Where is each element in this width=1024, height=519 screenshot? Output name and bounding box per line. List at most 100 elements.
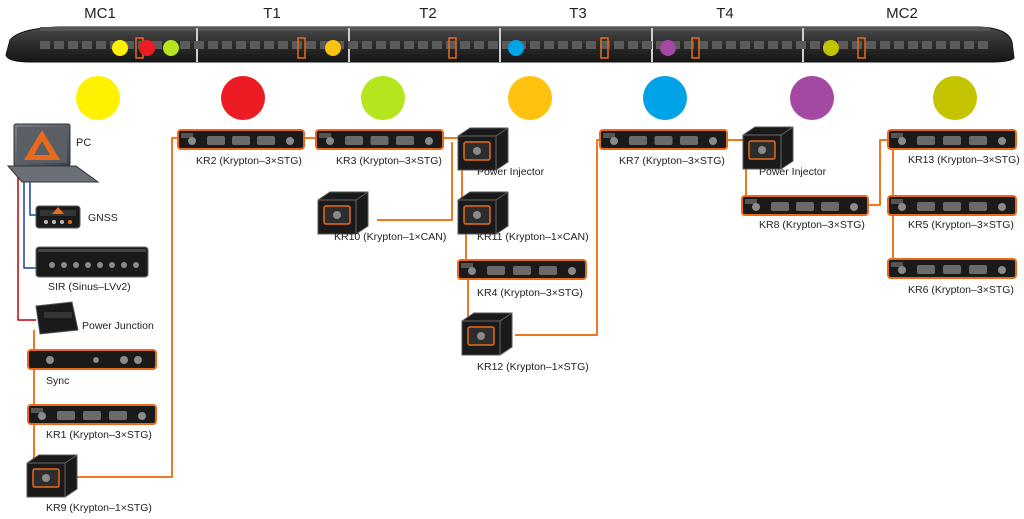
kr8-module — [741, 195, 869, 216]
train-window — [502, 41, 512, 49]
krypton-1x-modules — [26, 126, 794, 498]
train-window — [964, 41, 974, 49]
kr6-module — [887, 258, 1017, 279]
car-label-t2: T2 — [419, 5, 437, 22]
train-doors — [135, 37, 866, 59]
kr13-module — [887, 129, 1017, 150]
kr11-module — [457, 191, 509, 235]
train-window — [642, 41, 652, 49]
kr2-module — [177, 129, 305, 150]
car-label-mc2: MC2 — [886, 5, 918, 22]
kr4-label: KR4 (Krypton–3×STG) — [477, 287, 583, 299]
car-color-circles — [76, 76, 977, 120]
train-window — [586, 41, 596, 49]
cable-kr8-kr13 — [867, 139, 890, 206]
train-window — [82, 41, 92, 49]
power-junction-label: Power Junction — [82, 320, 154, 332]
car-label-t1: T1 — [263, 5, 281, 22]
car-color-circle — [933, 76, 977, 120]
kr5-module — [887, 195, 1017, 216]
train-dot — [325, 40, 341, 56]
train-window — [754, 41, 764, 49]
kr4-module — [457, 259, 587, 280]
train-window — [544, 41, 554, 49]
power-injector-2-label: Power Injector — [759, 166, 827, 178]
train-window — [292, 41, 302, 49]
kr9-label: KR9 (Krypton–1×STG) — [46, 502, 152, 514]
train-window — [390, 41, 400, 49]
train-window — [264, 41, 274, 49]
kr7-module — [599, 129, 728, 150]
gnss-label: GNSS — [88, 212, 118, 224]
train-window — [796, 41, 806, 49]
train-window — [124, 41, 134, 49]
train-window — [418, 41, 428, 49]
train-window — [278, 41, 288, 49]
car-color-circle — [76, 76, 120, 120]
sir-device: SIR (Sinus–LVv2) — [35, 246, 149, 293]
train-window — [698, 41, 708, 49]
train-window — [250, 41, 260, 49]
kr1-module — [27, 404, 157, 425]
pc-label: PC — [76, 137, 91, 149]
train-window — [460, 41, 470, 49]
train-window — [558, 41, 568, 49]
car-color-circle — [221, 76, 265, 120]
cable-kr3-kr10 — [377, 142, 453, 221]
train-window — [376, 41, 386, 49]
kr10-label: KR10 (Krypton–1×CAN) — [334, 231, 446, 243]
train-door — [600, 37, 609, 59]
train-position-dots — [112, 40, 839, 56]
kr13-label: KR13 (Krypton–3×STG) — [908, 154, 1020, 166]
kr7-label: KR7 (Krypton–3×STG) — [619, 155, 725, 167]
train-window — [40, 41, 50, 49]
train-window — [768, 41, 778, 49]
cables — [17, 137, 894, 478]
train-dot — [163, 40, 179, 56]
train-window — [572, 41, 582, 49]
power-junction-device: Power Junction — [35, 301, 154, 335]
train-window — [306, 41, 316, 49]
train-window — [404, 41, 414, 49]
train-dot — [112, 40, 128, 56]
kr1-label: KR1 (Krypton–3×STG) — [46, 429, 152, 441]
train-window — [908, 41, 918, 49]
train-window — [866, 41, 876, 49]
train-window — [936, 41, 946, 49]
car-labels: MC1 T1 T2 T3 T4 MC2 — [84, 5, 918, 22]
train-door — [448, 37, 457, 59]
train-window — [362, 41, 372, 49]
kr12-label: KR12 (Krypton–1×STG) — [477, 361, 589, 373]
train-window — [894, 41, 904, 49]
power-injector-1 — [457, 127, 509, 171]
train-window — [432, 41, 442, 49]
train-window — [54, 41, 64, 49]
car-label-t4: T4 — [716, 5, 734, 22]
power-injector-1-label: Power Injector — [477, 166, 545, 178]
train-window — [474, 41, 484, 49]
car-label-mc1: MC1 — [84, 5, 116, 22]
power-injector-2 — [742, 126, 794, 170]
kr10-module — [317, 191, 369, 235]
dewesoft-logo-icon — [24, 130, 60, 160]
train-window — [530, 41, 540, 49]
train-window — [978, 41, 988, 49]
train-window — [236, 41, 246, 49]
kr8-label: KR8 (Krypton–3×STG) — [759, 219, 865, 231]
blue-cable-gnss — [29, 180, 36, 216]
kr3-label: KR3 (Krypton–3×STG) — [336, 155, 442, 167]
gnss-device: GNSS — [35, 205, 118, 229]
train-window — [180, 41, 190, 49]
train-window — [152, 41, 162, 49]
train-roof — [40, 27, 990, 31]
train-window — [712, 41, 722, 49]
kr12-module — [461, 312, 513, 356]
car-color-circle — [361, 76, 405, 120]
car-label-t3: T3 — [569, 5, 587, 22]
gnss-logo-icon — [52, 207, 64, 214]
train-window — [446, 41, 456, 49]
car-color-circle — [790, 76, 834, 120]
train-window — [838, 41, 848, 49]
train-window — [810, 41, 820, 49]
